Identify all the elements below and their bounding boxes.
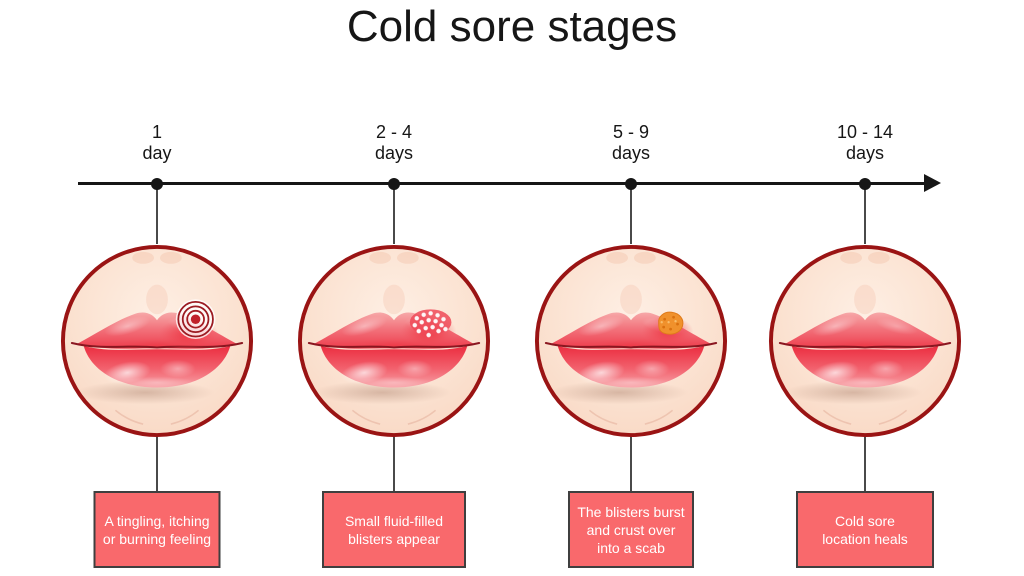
stage-group-2: 2 - 4 days S [295, 120, 493, 576]
circle-frame [534, 244, 728, 438]
timeline-tick-label-3: 5 - 9 days [611, 122, 651, 163]
timeline-arrowhead-icon [924, 174, 941, 192]
connector-line [156, 183, 158, 244]
stage-3-lips-illustration [534, 244, 728, 438]
stage-4-description-box: Cold sore location heals [796, 491, 934, 568]
connector-line [864, 436, 866, 492]
connector-line [630, 183, 632, 244]
timeline-tick-dot [388, 177, 400, 190]
timeline-tick-label-1: 1 day [142, 122, 172, 163]
stage-2-lips-illustration [297, 244, 491, 438]
stage-3-description-box: The blisters burst and crust over into a… [568, 491, 694, 568]
connector-line [393, 183, 395, 244]
connector-line [630, 436, 632, 492]
tingling-rings-icon [158, 299, 219, 350]
stage-group-3: 5 - 9 days The blisters bur [532, 120, 730, 576]
stage-description-text: A tingling, itching or burning feeling [102, 512, 212, 547]
stage-4-lips-illustration [768, 244, 962, 438]
connector-line [864, 183, 866, 244]
page-title: Cold sore stages [346, 2, 678, 51]
timeline-tick-dot [151, 177, 163, 190]
connector-line [156, 436, 158, 492]
timeline-tick-label-2: 2 - 4 days [374, 122, 414, 163]
stage-group-1: 1 day A tingling, itching or burning fee… [58, 120, 256, 576]
stage-description-text: The blisters burst and crust over into a… [577, 503, 685, 556]
timeline-axis [78, 182, 926, 185]
stage-group-4: 10 - 14 days Cold sore location heals [766, 120, 964, 576]
connector-line [393, 436, 395, 492]
circle-frame [297, 244, 491, 438]
timeline-tick-dot [625, 177, 637, 190]
stage-1-description-box: A tingling, itching or burning feeling [93, 491, 221, 568]
stage-description-text: Cold sore location heals [822, 512, 908, 547]
timeline-tick-label-4: 10 - 14 days [836, 122, 894, 163]
circle-frame [768, 244, 962, 438]
stage-description-text: Small fluid-filled blisters appear [344, 512, 444, 547]
timeline-tick-dot [859, 177, 871, 190]
stage-1-lips-illustration [60, 244, 254, 438]
blisters-icon [400, 309, 457, 347]
circle-frame [60, 244, 254, 438]
scab-icon [641, 311, 694, 346]
stage-2-description-box: Small fluid-filled blisters appear [322, 491, 466, 568]
